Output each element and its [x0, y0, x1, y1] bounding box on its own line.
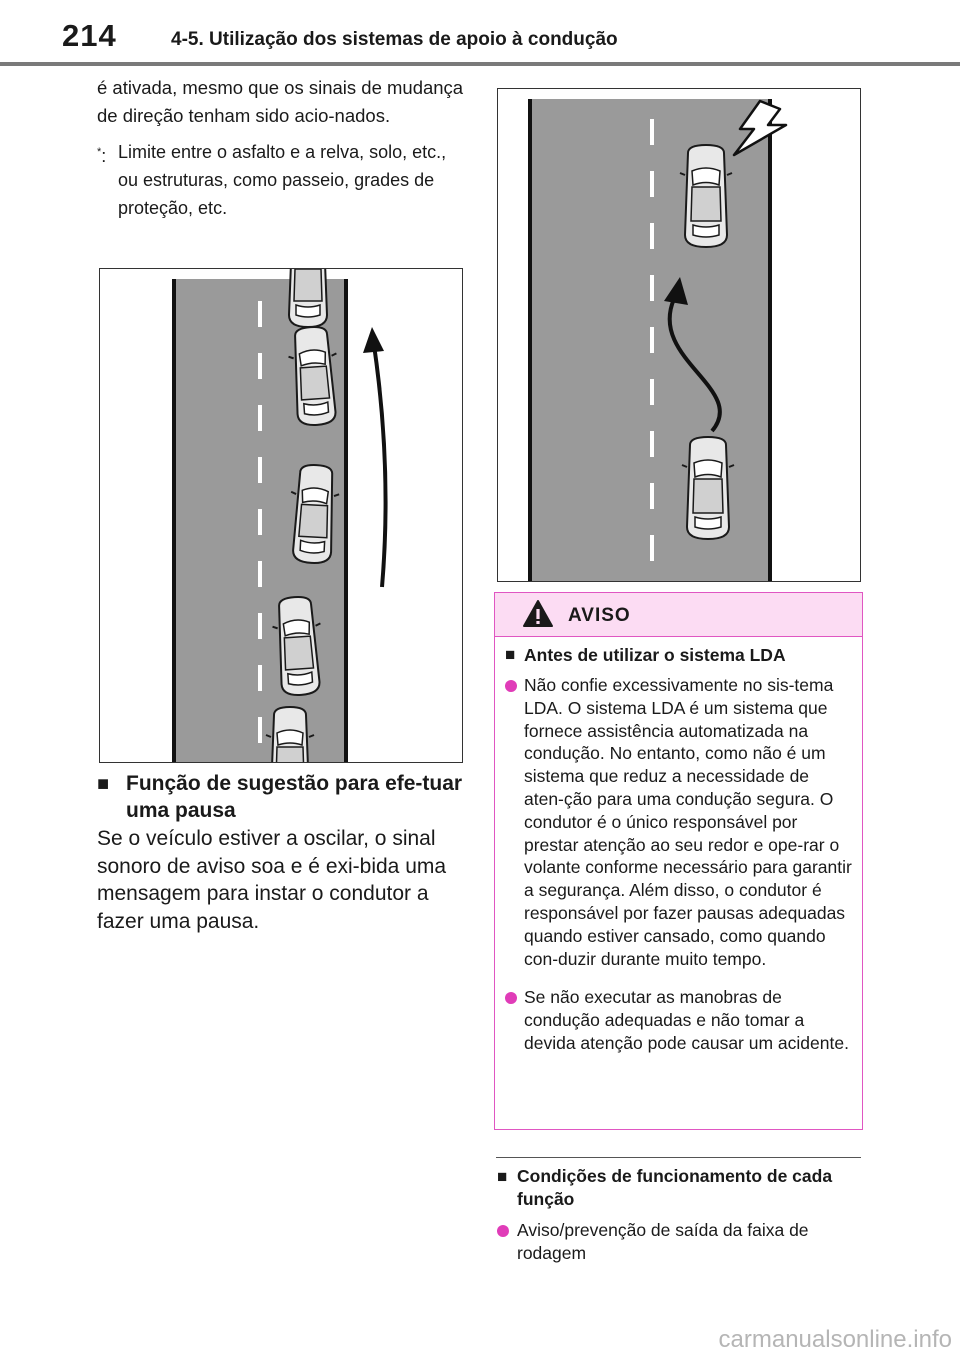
- lane-departure-drawing: [528, 99, 788, 581]
- header-divider: [0, 62, 960, 66]
- footnote-text: Limite entre o asfalto e a relva, solo, …: [118, 142, 447, 218]
- page-number: 214: [62, 18, 117, 53]
- lane-departure-illustration: [497, 88, 861, 582]
- weaving-car-drawing: [172, 269, 388, 762]
- square-bullet-icon: ■: [505, 645, 516, 664]
- warning-triangle-icon: [522, 599, 554, 634]
- operating-conditions-heading: ■ Condições de funcionamento de cada fun…: [497, 1166, 833, 1209]
- operating-conditions-item: Aviso/prevenção de saída da faixa de rod…: [497, 1219, 862, 1265]
- warning-body: ■ Antes de utilizar o sistema LDA Não co…: [495, 637, 862, 1055]
- circle-bullet-icon: [505, 680, 517, 692]
- warning-item: Se não executar as manobras de condução …: [505, 986, 852, 1054]
- pause-suggestion-text: Se o veículo estiver a oscilar, o sinal …: [97, 827, 447, 933]
- section-divider: [496, 1157, 861, 1158]
- pause-suggestion-heading: ■ Função de sugestão para efe-tuar uma p…: [97, 772, 463, 822]
- warning-item: Não confie excessivamente no sis-tema LD…: [505, 674, 852, 970]
- warning-box: AVISO ■ Antes de utilizar o sistema LDA …: [494, 592, 863, 1130]
- footnote: *: Limite entre o asfalto e a relva, sol…: [97, 138, 467, 222]
- watermark: carmanualsonline.info: [718, 1326, 952, 1353]
- warning-title: AVISO: [568, 605, 631, 626]
- page-header: 214 4-5. Utilização dos sistemas de apoi…: [0, 0, 960, 66]
- warning-subheading: ■ Antes de utilizar o sistema LDA: [505, 645, 786, 665]
- footnote-mark: *:: [97, 146, 107, 166]
- section-title: 4-5. Utilização dos sistemas de apoio à …: [171, 29, 618, 50]
- square-bullet-icon: ■: [497, 1167, 508, 1186]
- circle-bullet-icon: [505, 992, 517, 1005]
- square-bullet-icon: ■: [97, 773, 110, 795]
- intro-paragraph: é ativada, mesmo que os sinais de mudanç…: [97, 77, 464, 126]
- warning-header: AVISO: [495, 593, 862, 637]
- circle-bullet-icon: [497, 1225, 509, 1237]
- weaving-car-illustration: [99, 268, 463, 763]
- left-column-text: é ativada, mesmo que os sinais de mudanç…: [97, 74, 467, 222]
